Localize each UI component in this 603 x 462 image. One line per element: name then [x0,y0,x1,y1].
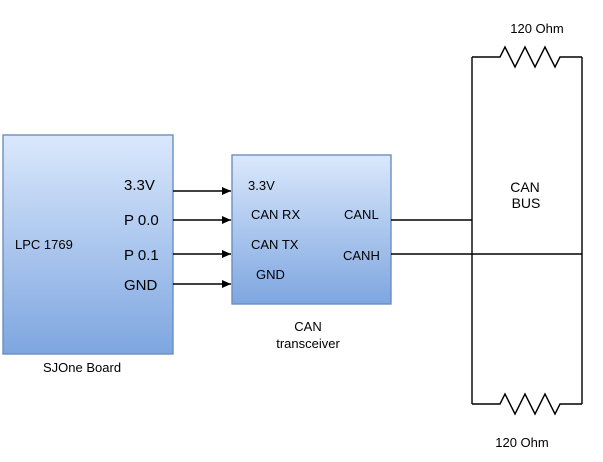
transceiver-caption-line2: transceiver [276,336,340,351]
transceiver-pin-cantx: CAN TX [251,237,299,252]
transceiver-pin-canh: CANH [343,248,380,263]
transceiver-block [231,154,392,305]
board-pin-gnd: GND [124,277,158,294]
resistor-bottom [472,392,582,416]
can-transceiver: 3.3V CAN RX CAN TX GND CANL CANH CAN tra… [231,154,392,351]
transceiver-pin-gnd: GND [256,267,285,282]
board-caption: SJOne Board [43,360,121,375]
resistor-top-label: 120 Ohm [510,21,563,36]
can-bus: 120 Ohm 120 Ohm CAN BUS [471,21,583,450]
sjone-board: LPC 1769 3.3V P 0.0 P 0.1 GND SJOne Boar… [2,134,174,375]
resistor-bottom-label: 120 Ohm [495,435,548,450]
board-to-transceiver-wires [173,187,231,288]
bus-label-line1: CAN [510,179,540,195]
transceiver-pin-canl: CANL [344,207,379,222]
board-pin-p00: P 0.0 [124,212,159,229]
bus-label-line2: BUS [512,195,541,211]
board-name: LPC 1769 [15,237,73,252]
transceiver-caption-line1: CAN [294,319,321,334]
board-pin-3v3: 3.3V [124,177,155,194]
board-pin-p01: P 0.1 [124,247,159,264]
board-block [2,134,174,355]
transceiver-pin-3v3: 3.3V [248,178,275,193]
can-bus-lines [391,219,582,255]
resistor-top [472,45,582,69]
transceiver-pin-canrx: CAN RX [251,207,300,222]
